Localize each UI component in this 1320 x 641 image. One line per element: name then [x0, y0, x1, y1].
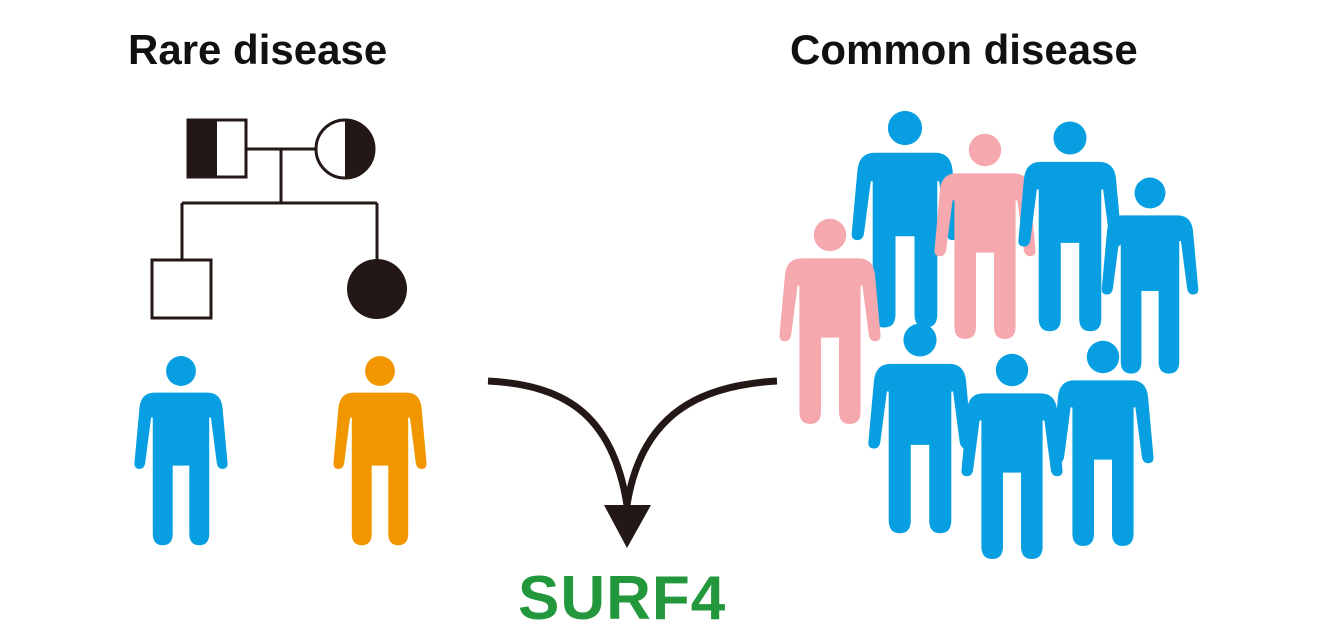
person-icon — [134, 356, 228, 546]
person-icon — [779, 218, 881, 424]
mother-symbol — [314, 118, 376, 180]
person-icon — [868, 323, 972, 534]
son-symbol — [150, 258, 213, 320]
person-icon — [1052, 340, 1154, 546]
rare-disease-title: Rare disease — [128, 26, 388, 73]
person-icon — [1018, 121, 1122, 332]
common-disease-title: Common disease — [790, 26, 1138, 73]
daughter-symbol — [347, 259, 407, 319]
merge-arrow-icon — [487, 377, 778, 548]
father-symbol — [186, 118, 248, 179]
person-icon — [961, 353, 1063, 559]
gene-label: SURF4 — [518, 564, 727, 633]
crowd — [779, 110, 1199, 559]
person-icon — [333, 356, 427, 546]
pedigree-chart — [180, 147, 379, 260]
